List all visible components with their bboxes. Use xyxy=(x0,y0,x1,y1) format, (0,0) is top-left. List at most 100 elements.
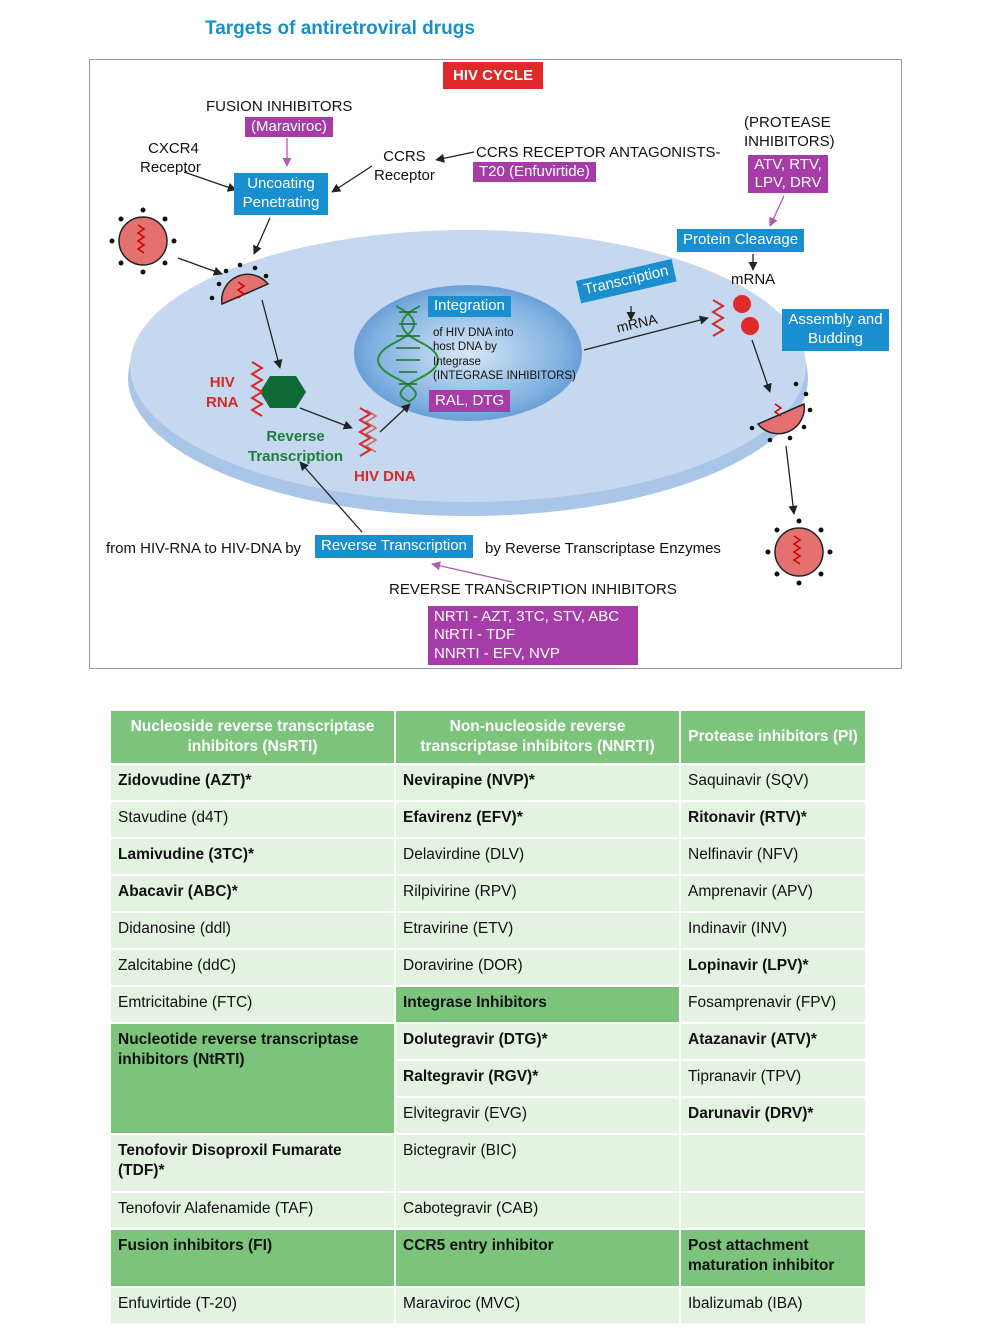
rti-drugs-box: NRTI - AZT, 3TC, STV, ABC NtRTI - TDF NN… xyxy=(428,606,638,665)
protease-drugs-line2: LPV, DRV xyxy=(754,174,822,191)
table-header-row: Nucleoside reverse transcriptase inhibit… xyxy=(109,709,867,765)
table-cell: Darunavir (DRV)* xyxy=(679,1096,867,1135)
table-cell: Delavirdine (DLV) xyxy=(394,837,681,876)
table-row: Stavudine (d4T) Efavirenz (EFV)* Ritonav… xyxy=(109,800,867,839)
header-pi: Protease inhibitors (PI) xyxy=(679,709,867,765)
table-cell: Zalcitabine (ddC) xyxy=(109,948,396,987)
ntrti-header: Nucleotide reverse transcriptase inhibit… xyxy=(109,1022,396,1135)
assembly-line1: Assembly and xyxy=(788,311,883,328)
page-title: Targets of antiretroviral drugs xyxy=(205,18,475,39)
reverse-transcription-label: Reverse Transcription xyxy=(248,427,343,466)
table-cell: Cabotegravir (CAB) xyxy=(394,1191,681,1230)
header-nnrti: Non-nucleoside reverse transcriptase inh… xyxy=(394,709,681,765)
table-cell: Abacavir (ABC)* xyxy=(109,874,396,913)
integration-desc-1: of HIV DNA into xyxy=(433,327,514,339)
fusion-inhibitors-header: Fusion inhibitors (FI) xyxy=(109,1228,396,1288)
dna-helix-icon xyxy=(377,305,439,403)
by-enzymes-text: by Reverse Transcriptase Enzymes xyxy=(485,540,721,557)
reverse-line2: Transcription xyxy=(248,447,344,465)
table-cell: Bictegravir (BIC) xyxy=(394,1133,681,1193)
table-cell: Didanosine (ddl) xyxy=(109,911,396,950)
ral-dtg-box: RAL, DTG xyxy=(429,390,511,412)
cxcr4-line1: CXCR4 xyxy=(148,140,199,157)
table-cell: Saquinavir (SQV) xyxy=(679,763,867,802)
protease-inhibitors-label: (PROTEASE INHIBITORS) xyxy=(744,114,835,152)
from-rna-to-dna-text: from HIV-RNA to HIV-DNA by xyxy=(106,540,302,557)
table-cell: Tenofovir Alafenamide (TAF) xyxy=(109,1191,396,1230)
hiv-rna-line1: HIV xyxy=(209,374,235,391)
maraviroc-box: (Maraviroc) xyxy=(245,117,333,137)
table-cell: Ritonavir (RTV)* xyxy=(679,800,867,839)
integration-desc-4: (INTEGRASE INHIBITORS) xyxy=(433,370,576,383)
table-cell: Atazanavir (ATV)* xyxy=(679,1022,867,1061)
hiv-dna-squiggle xyxy=(358,407,372,457)
table-row: Emtricitabine (FTC) Integrase Inhibitors… xyxy=(109,985,867,1024)
table-row: Nucleotide reverse transcriptase inhibit… xyxy=(109,1022,867,1135)
assembly-budding-box: Assembly and Budding xyxy=(782,309,889,351)
table-cell: Lopinavir (LPV)* xyxy=(679,948,867,987)
protein-dot-icon xyxy=(733,295,751,313)
hiv-rna-label: HIV RNA xyxy=(206,373,239,412)
table-cell xyxy=(679,1133,867,1193)
ccrs-receptor-label: CCRS Receptor xyxy=(374,148,435,186)
rti-line3: NNRTI - EFV, NVP xyxy=(434,644,560,662)
hiv-rna-squiggle xyxy=(250,361,264,417)
table-cell: Raltegravir (RGV)* xyxy=(394,1059,681,1098)
table-cell: Rilpivirine (RPV) xyxy=(394,874,681,913)
table-cell: Nevirapine (NVP)* xyxy=(394,763,681,802)
hiv-dna-label: HIV DNA xyxy=(354,468,416,485)
table-cell: Zidovudine (AZT)* xyxy=(109,763,396,802)
protease-drugs-box: ATV, RTV, LPV, DRV xyxy=(748,155,828,193)
table-cell: Fosamprenavir (FPV) xyxy=(679,985,867,1024)
reverse-transcription-box: Reverse Transcription xyxy=(315,535,473,558)
table-cell: Maraviroc (MVC) xyxy=(394,1286,681,1325)
table-row: Tenofovir Disoproxil Fumarate (TDF)* Bic… xyxy=(109,1133,867,1193)
table-cell: Lamivudine (3TC)* xyxy=(109,837,396,876)
virus-budding-icon xyxy=(749,381,813,443)
table-row: Fusion inhibitors (FI) CCR5 entry inhibi… xyxy=(109,1228,867,1288)
table-cell: Doravirine (DOR) xyxy=(394,948,681,987)
integration-desc-3: Integrase xyxy=(433,355,481,368)
cxcr4-line2: Receptor xyxy=(140,158,201,176)
hiv-rna-line2: RNA xyxy=(206,393,239,411)
table-row: Tenofovir Alafenamide (TAF) Cabotegravir… xyxy=(109,1191,867,1230)
cxcr4-receptor-label: CXCR4 Receptor xyxy=(140,140,201,178)
ccr5-entry-inhibitor-header: CCR5 entry inhibitor xyxy=(394,1228,681,1288)
virus-icon-outside xyxy=(109,207,177,275)
table-cell: Nelfinavir (NFV) xyxy=(679,837,867,876)
table-row: Zalcitabine (ddC) Doravirine (DOR) Lopin… xyxy=(109,948,867,987)
table-cell: Emtricitabine (FTC) xyxy=(109,985,396,1024)
table-cell: Indinavir (INV) xyxy=(679,911,867,950)
protein-dot-icon xyxy=(741,317,759,335)
table-cell: Stavudine (d4T) xyxy=(109,800,396,839)
protease-line2: INHIBITORS) xyxy=(744,132,835,150)
protease-drugs-line1: ATV, RTV, xyxy=(754,156,822,173)
uncoating-penetrating-box: Uncoating Penetrating xyxy=(234,173,328,215)
table-cell: Tenofovir Disoproxil Fumarate (TDF)* xyxy=(109,1133,396,1193)
rti-line1: NRTI - AZT, 3TC, STV, ABC xyxy=(434,608,620,625)
virus-entering-icon xyxy=(209,262,270,306)
table-cell: Tipranavir (TPV) xyxy=(679,1059,867,1098)
integrase-inhibitors-header: Integrase Inhibitors xyxy=(394,985,681,1024)
virus-released-icon xyxy=(765,518,833,586)
ccrs-line1: CCRS xyxy=(383,148,426,165)
integration-box: Integration xyxy=(428,296,511,317)
ccrs-line2: Receptor xyxy=(374,166,435,184)
mrna-top-label: mRNA xyxy=(731,271,776,288)
table-row: Elvitegravir (EVG) Darunavir (DRV)* xyxy=(110,1096,867,1135)
rti-title: REVERSE TRANSCRIPTION INHIBITORS xyxy=(389,581,677,598)
rti-line2: NtRTI - TDF xyxy=(434,626,516,644)
integration-description: of HIV DNA into host DNA by Integrase (I… xyxy=(433,326,576,384)
post-attachment-inhibitor-header: Post attachment maturation inhibitor xyxy=(679,1228,867,1288)
ccrs-antagonists-label: CCRS RECEPTOR ANTAGONISTS- xyxy=(476,144,721,161)
uncoating-line1: Uncoating xyxy=(247,175,315,192)
table-cell: Amprenavir (APV) xyxy=(679,874,867,913)
table-cell xyxy=(679,1191,867,1230)
fusion-inhibitors-label: FUSION INHIBITORS xyxy=(206,98,353,115)
table-cell: Dolutegravir (DTG)* xyxy=(394,1022,681,1061)
reverse-transcriptase-icon xyxy=(260,376,306,408)
protease-line1: (PROTEASE xyxy=(744,114,831,131)
table-cell: Enfuvirtide (T-20) xyxy=(109,1286,396,1325)
table-row: Didanosine (ddl) Etravirine (ETV) Indina… xyxy=(109,911,867,950)
